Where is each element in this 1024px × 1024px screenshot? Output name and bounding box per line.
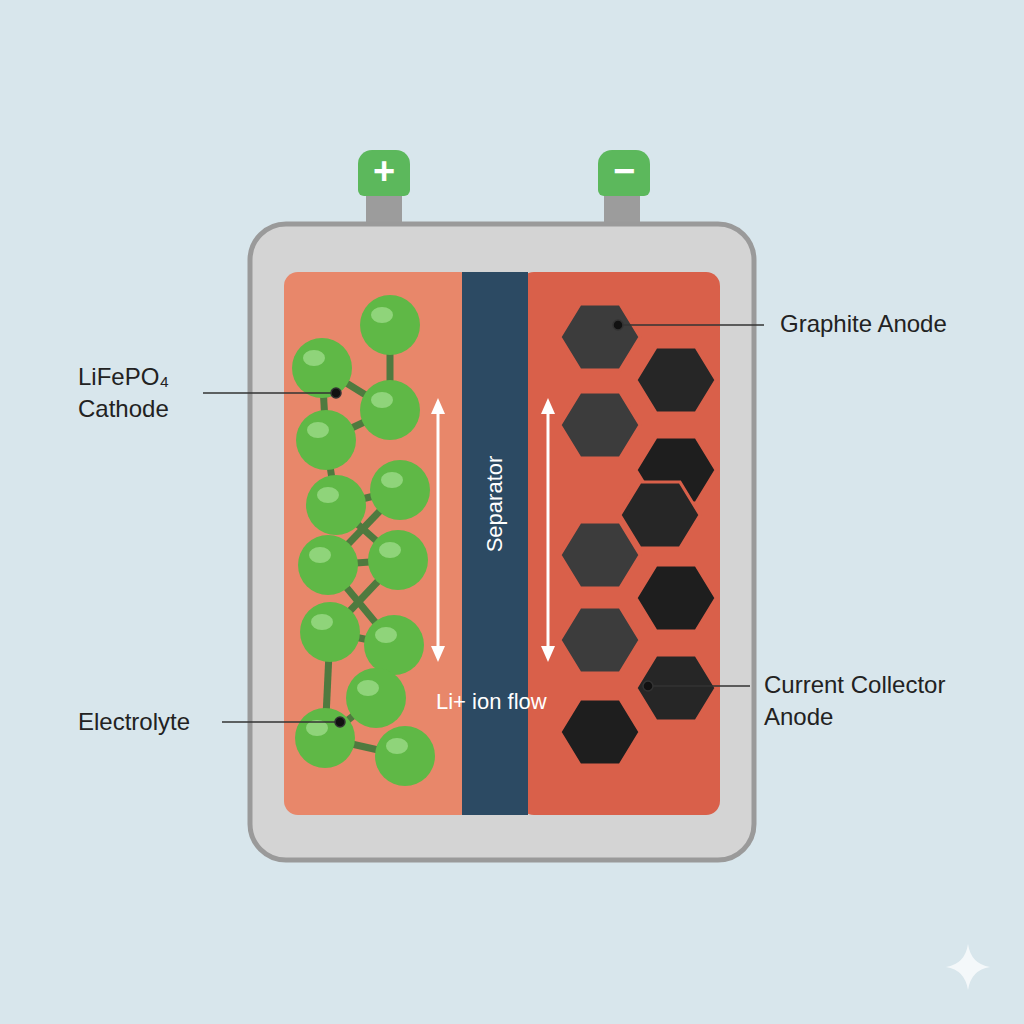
lifepo4-particle	[346, 668, 406, 728]
graphite-particle	[636, 565, 716, 631]
particle-highlight	[309, 547, 331, 563]
separator-band: Separator	[462, 272, 528, 815]
particle-highlight	[371, 392, 393, 408]
flow-label: Li+ ion flow	[436, 686, 547, 718]
terminal-sign: +	[373, 152, 395, 190]
particle-highlight	[371, 307, 393, 323]
negative-terminal: −	[598, 150, 650, 196]
particle-highlight	[386, 738, 408, 754]
part-label: Electrolyte	[78, 706, 218, 738]
lifepo4-particle	[298, 535, 358, 595]
part-label: LiFePO₄ Cathode	[78, 361, 200, 425]
cathode-region	[284, 272, 474, 815]
lifepo4-particle	[300, 602, 360, 662]
graphite-particle	[560, 392, 640, 458]
particle-highlight	[375, 627, 397, 643]
watermark-sparkle	[946, 944, 990, 990]
particle-highlight	[311, 614, 333, 630]
anode-region	[520, 272, 720, 815]
graphite-particle	[636, 347, 716, 413]
lifepo4-particle	[370, 460, 430, 520]
lifepo4-particle	[306, 475, 366, 535]
particle-highlight	[303, 350, 325, 366]
graphite-particle	[560, 699, 640, 765]
graphite-particle	[560, 304, 640, 370]
graphite-particle	[636, 655, 716, 721]
battery-housing	[250, 224, 754, 860]
graphite-particles	[560, 304, 716, 765]
lifepo4-particle	[295, 708, 355, 768]
part-label: Current Collector Anode	[764, 669, 1004, 733]
lifepo4-particle	[364, 615, 424, 675]
graphite-particle	[620, 482, 700, 548]
particle-highlight	[307, 422, 329, 438]
particle-highlight	[357, 680, 379, 696]
particle-highlight	[381, 472, 403, 488]
positive-terminal: +	[358, 150, 410, 196]
particle-highlight	[379, 542, 401, 558]
terminal-sign: −	[613, 152, 635, 190]
lifepo4-particle	[296, 410, 356, 470]
separator-label: Separator	[484, 455, 506, 552]
lifepo4-particle	[292, 338, 352, 398]
part-label: Graphite Anode	[780, 308, 980, 340]
graphite-particle	[560, 607, 640, 673]
particle-highlight	[317, 487, 339, 503]
graphite-particle	[560, 522, 640, 588]
lifepo4-particle	[368, 530, 428, 590]
lifepo4-particle	[360, 295, 420, 355]
lifepo4-particle	[360, 380, 420, 440]
lifepo4-particle	[375, 726, 435, 786]
cathode-particles	[292, 295, 435, 786]
